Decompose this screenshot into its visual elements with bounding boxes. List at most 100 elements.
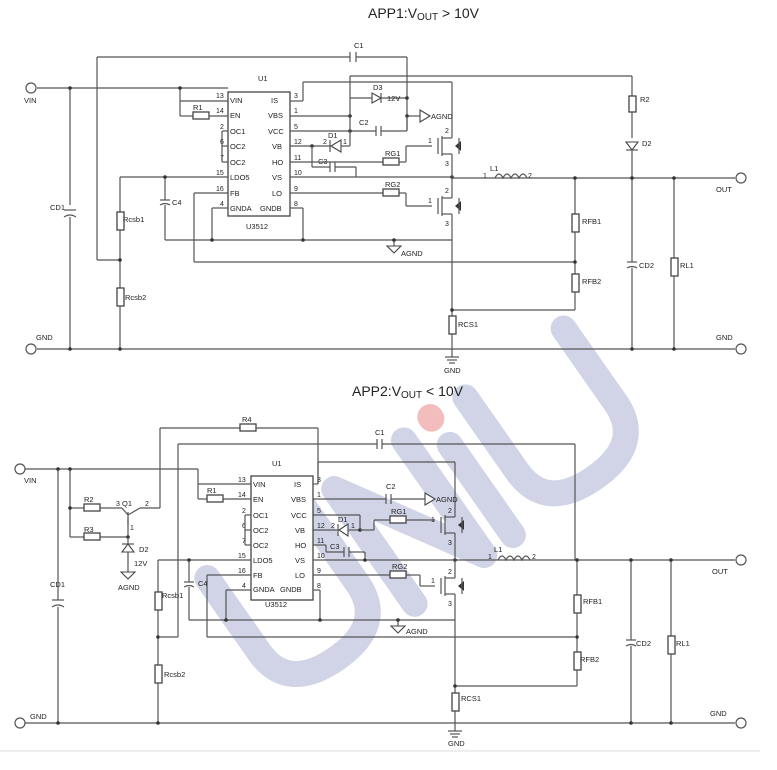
app2-circuit: APP2:VOUT < 10V VIN GND OUT GND CD1 R2 R…: [14, 383, 747, 748]
rcsb2-label-2: Rcsb2: [164, 670, 185, 679]
svg-text:12: 12: [317, 523, 325, 530]
app2-left-pins: VIN EN OC1 OC2 OC2 LDO5 FB GNDA 13 14 2 …: [238, 477, 275, 594]
c1-label-2: C1: [375, 428, 385, 437]
cd1-label: CD1: [50, 203, 65, 212]
svg-text:2: 2: [145, 501, 149, 508]
svg-text:3: 3: [448, 540, 452, 547]
r2-label-2: R2: [84, 495, 94, 504]
agnd2-label: AGND: [401, 249, 423, 258]
svg-text:OC1: OC1: [253, 511, 268, 520]
svg-text:2: 2: [323, 139, 327, 146]
app2-title: APP2:VOUT < 10V: [352, 383, 464, 401]
svg-text:3: 3: [445, 221, 449, 228]
agnd1-label-2: AGND: [436, 495, 458, 504]
rfb1-label-2: RFB1: [583, 597, 602, 606]
svg-text:8: 8: [317, 583, 321, 590]
svg-text:EN: EN: [253, 495, 263, 504]
svg-text:6: 6: [242, 523, 246, 530]
svg-text:16: 16: [216, 186, 224, 193]
u1-chip: [227, 91, 291, 217]
svg-text:8: 8: [294, 201, 298, 208]
svg-text:VS: VS: [272, 173, 282, 182]
app2-low-mosfet: 213: [431, 560, 464, 693]
rl1-label: RL1: [680, 261, 694, 270]
vin-terminal-2: [14, 463, 26, 475]
rl1-label-2: RL1: [676, 639, 690, 648]
svg-text:12: 12: [294, 139, 302, 146]
vin-label: VIN: [24, 96, 37, 105]
svg-text:GNDB: GNDB: [280, 585, 302, 594]
svg-text:VIN: VIN: [230, 96, 243, 105]
watermark: [194, 315, 639, 687]
r3-label-2: R3: [84, 525, 94, 534]
agnd1-label: AGND: [431, 112, 453, 121]
c2-label: C2: [359, 118, 369, 127]
svg-text:1: 1: [294, 108, 298, 115]
svg-text:EN: EN: [230, 111, 240, 120]
r1-label: R1: [193, 103, 203, 112]
svg-text:1: 1: [428, 138, 432, 145]
vin-label-2: VIN: [24, 476, 37, 485]
svg-text:VB: VB: [295, 526, 305, 535]
svg-text:LDO5: LDO5: [230, 173, 250, 182]
chip-name-2: U3512: [265, 600, 287, 609]
svg-text:2: 2: [220, 124, 224, 131]
gnd-label-2: GND: [30, 712, 47, 721]
svg-text:4: 4: [242, 583, 246, 590]
out-terminal-2: [735, 554, 747, 566]
svg-text:15: 15: [238, 553, 246, 560]
d2-label: D2: [642, 139, 652, 148]
d1-label-2: D1: [338, 515, 348, 524]
u1-label-2: U1: [272, 459, 282, 468]
svg-text:VBS: VBS: [268, 111, 283, 120]
chip-name: U3512: [246, 222, 268, 231]
svg-text:LO: LO: [272, 189, 282, 198]
app2-right-pins: IS VBS VCC VB HO VS LO GNDB 3 1 5 12 11 …: [280, 477, 325, 594]
svg-text:11: 11: [294, 155, 301, 162]
svg-text:OC2: OC2: [230, 158, 245, 167]
u1-chip-2: [250, 475, 314, 601]
app2-high-mosfet: 213: [431, 508, 464, 560]
svg-text:2: 2: [532, 554, 536, 561]
app1-right-pins: IS VBS VCC VB HO VS LO GNDB 3 1 5 12 11 …: [260, 93, 302, 213]
svg-text:10: 10: [317, 553, 325, 560]
svg-text:FB: FB: [230, 189, 240, 198]
svg-text:3: 3: [317, 477, 321, 484]
app1-low-mosfet: 213: [428, 177, 461, 316]
gnd-right-terminal-2: [735, 717, 747, 729]
l1-label: L1: [490, 164, 498, 173]
svg-text:13: 13: [238, 477, 246, 484]
svg-text:3: 3: [445, 161, 449, 168]
u1-label: U1: [258, 74, 268, 83]
app1-circuit: APP1:VOUT > 10V VIN GND OUT GND CD1 C1 U…: [24, 5, 747, 375]
svg-text:1: 1: [351, 523, 355, 530]
svg-text:9: 9: [317, 568, 321, 575]
rcsb2-label: Rcsb2: [125, 293, 146, 302]
svg-text:3: 3: [116, 501, 120, 508]
app1-high-mosfet: 213: [428, 128, 461, 177]
rfb2-label: RFB2: [582, 277, 601, 286]
c4-label-2: C4: [198, 579, 208, 588]
svg-text:2: 2: [448, 508, 452, 515]
svg-text:5: 5: [294, 124, 298, 131]
svg-text:1: 1: [431, 578, 435, 585]
gnd-right-label-2: GND: [710, 709, 727, 718]
gnd-bottom-label-2: GND: [448, 739, 465, 748]
gnd-right-label: GND: [716, 333, 733, 342]
rg2-label-2: RG2: [392, 562, 407, 571]
c4-label: C4: [172, 198, 182, 207]
svg-text:7: 7: [242, 538, 246, 545]
cd2-label: CD2: [639, 261, 654, 270]
gnd-bottom-label: GND: [444, 366, 461, 375]
c2-label-2: C2: [386, 482, 396, 491]
rcs1-label-2: RCS1: [461, 694, 481, 703]
d3-voltage: 12V: [387, 94, 400, 103]
out-label: OUT: [716, 185, 732, 194]
svg-text:1: 1: [428, 198, 432, 205]
gnd-label: GND: [36, 333, 53, 342]
svg-text:3: 3: [294, 93, 298, 100]
r1-label-2: R1: [207, 486, 217, 495]
svg-text:VB: VB: [272, 142, 282, 151]
